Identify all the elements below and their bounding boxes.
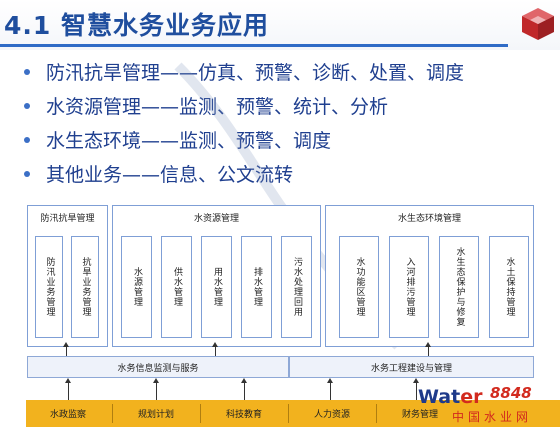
arrow-up-icon (425, 342, 431, 356)
function-box: 污水处理回用 (281, 236, 312, 338)
section-title: 水生态环境管理 (397, 214, 461, 224)
arrow-up-icon (65, 378, 71, 400)
section-title: 水资源管理 (193, 214, 239, 224)
bullet-dot-icon (24, 171, 30, 177)
support-item: 科技教育 (225, 410, 262, 420)
title-bar (0, 0, 560, 50)
support-item: 财务管理 (401, 410, 438, 420)
section-water-resources: 水资源管理 水源管理 供水管理 用水管理 排水管理 污水处理回用 (112, 205, 321, 347)
arrow-up-icon (212, 342, 218, 356)
function-box: 水源管理 (121, 236, 152, 338)
divider (112, 404, 113, 423)
bullet-dot-icon (24, 103, 30, 109)
function-box: 抗旱业务管理 (71, 236, 99, 338)
support-item: 人力资源 (313, 410, 350, 420)
watermark-subtitle: 中国水业网 (452, 410, 533, 424)
watermark-brand: Water (418, 386, 483, 408)
support-services-bar: 水政监察 规划计划 科技教育 人力资源 财务管理 (26, 400, 560, 427)
function-box: 用水管理 (201, 236, 232, 338)
support-item: 水政监察 (49, 410, 86, 420)
engineering-construction-bar: 水务工程建设与管理 (289, 356, 534, 378)
section-flood-drought: 防汛抗旱管理 防汛业务管理 抗旱业务管理 (27, 205, 108, 347)
divider (376, 404, 377, 423)
bullet-dot-icon (24, 69, 30, 75)
arrow-up-icon (241, 378, 247, 400)
section-title: 防汛抗旱管理 (40, 214, 95, 224)
section-water-ecology: 水生态环境管理 水功能区管理 入河排污管理 水生态保护与修复 水土保持管理 (325, 205, 534, 347)
info-monitoring-service-bar: 水务信息监测与服务 (27, 356, 289, 378)
support-item: 规划计划 (137, 410, 174, 420)
arrow-up-icon (63, 342, 69, 356)
site-watermark: Water 8848 中国水业网 (418, 384, 560, 430)
title-underline (0, 44, 508, 47)
function-box: 水土保持管理 (489, 236, 529, 338)
arrow-up-icon (153, 378, 159, 400)
cube-logo-icon (522, 8, 554, 40)
arrow-up-icon (413, 378, 419, 400)
function-box: 防汛业务管理 (35, 236, 63, 338)
bullet-dot-icon (24, 137, 30, 143)
function-box: 入河排污管理 (389, 236, 429, 338)
function-box: 供水管理 (161, 236, 192, 338)
function-box: 水生态保护与修复 (439, 236, 479, 338)
arrow-up-icon (327, 378, 333, 400)
divider (288, 404, 289, 423)
slide-title: 4.1 智慧水务业务应用 (4, 11, 269, 40)
function-box: 排水管理 (241, 236, 272, 338)
watermark-number: 8848 (490, 384, 532, 402)
function-box: 水功能区管理 (339, 236, 379, 338)
divider (200, 404, 201, 423)
